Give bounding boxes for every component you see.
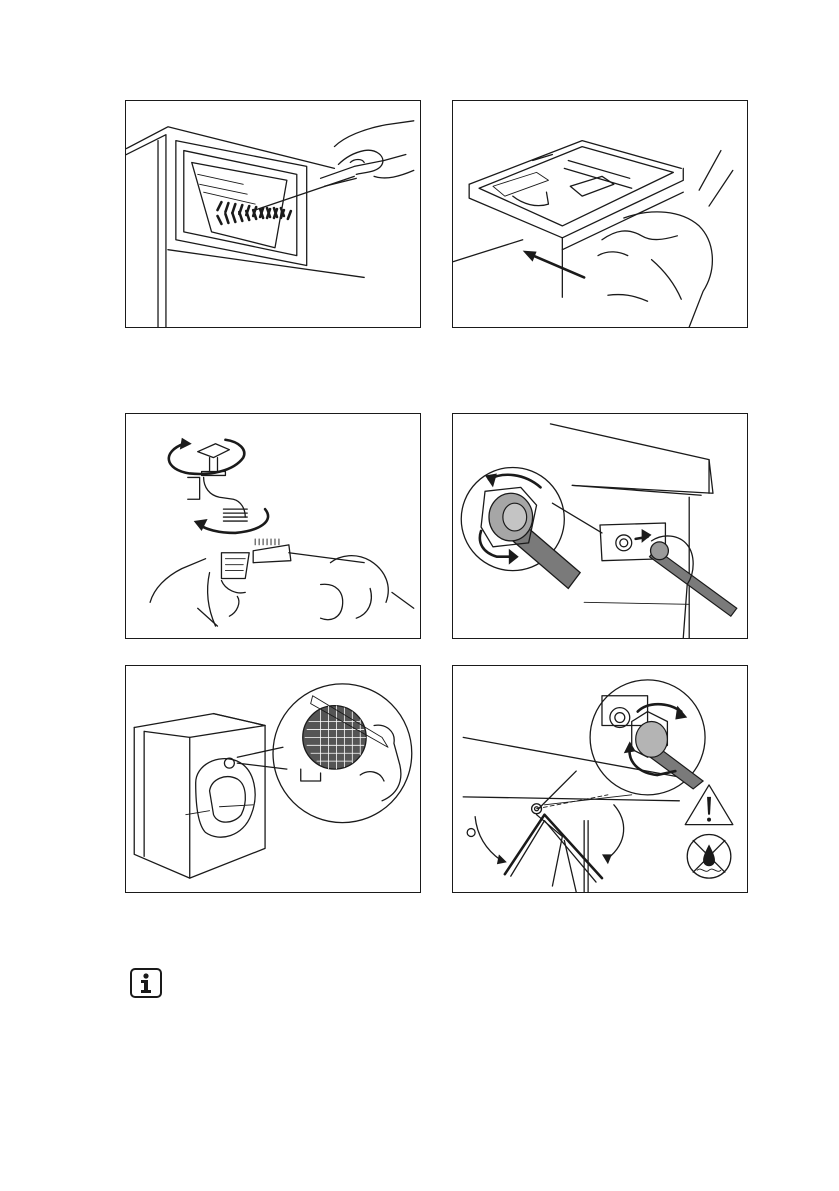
figure-unscrew-hose — [452, 413, 748, 639]
figure-clean-rear-filter — [125, 665, 421, 893]
figure-clean-dispenser — [125, 100, 421, 328]
figure-clean-tap — [125, 413, 421, 639]
tap-filter-illustration — [126, 414, 420, 638]
drawer-insert-illustration — [453, 101, 747, 327]
rear-filter-illustration — [126, 666, 420, 892]
info-icon — [132, 970, 160, 996]
info-note-box — [130, 968, 162, 998]
warning-icon — [685, 785, 733, 825]
no-hot-water-icon — [687, 835, 731, 879]
figure-insert-drawer — [452, 100, 748, 328]
dispenser-brush-illustration — [126, 101, 420, 327]
inlet-hose-illustration — [453, 414, 747, 638]
reconnect-hose-illustration — [453, 666, 747, 892]
figure-reconnect-hose — [452, 665, 748, 893]
